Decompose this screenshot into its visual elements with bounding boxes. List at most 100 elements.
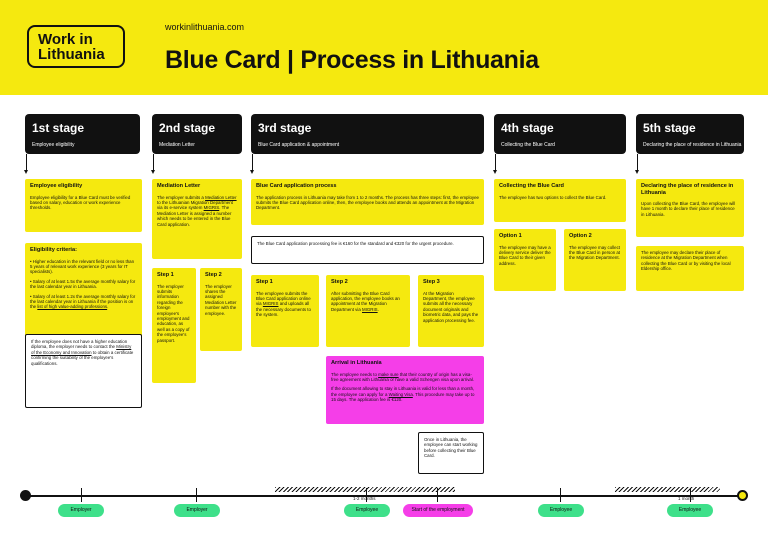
logo[interactable]: Work in Lithuania — [27, 25, 125, 68]
arrival-card: Arrival in Lithuania The employee needs … — [326, 356, 484, 424]
text-fragment: The employer submits a — [157, 194, 206, 200]
duration-label: 1 month — [678, 496, 695, 501]
make-sure-link[interactable]: make sure — [378, 371, 399, 377]
step-text: The employer submits information regardi… — [157, 283, 190, 343]
waiting-visa-link[interactable]: Waiting Visa — [388, 391, 413, 397]
mediation-letter-link[interactable]: Mediation Letter — [205, 194, 237, 200]
connector-arrow — [24, 154, 28, 174]
timeline-tick — [690, 488, 691, 502]
timeline-pill-start-employment: Start of the employment — [403, 504, 473, 517]
collecting-card: Collecting the Blue Card The employee ha… — [494, 179, 626, 222]
text-fragment: After submitting the Blue Card applicati… — [331, 290, 400, 312]
card-text: The employer submits a Mediation Letter … — [157, 195, 237, 227]
stage2-step2-card: Step 2 The employer shares the assigned … — [200, 268, 242, 351]
stage-title: 2nd stage — [159, 121, 216, 135]
card-text: The application process in Lithuania may… — [256, 194, 479, 211]
card-text: If the employee does not have a higher e… — [31, 339, 136, 366]
stage-title: 1st stage — [32, 121, 85, 135]
timeline-tick — [81, 488, 82, 502]
card-text: Upon collecting the Blue Card, the emplo… — [641, 201, 736, 217]
stage3-step3-card: Step 3 At the Migration Department, the … — [418, 275, 484, 347]
stage-subtitle: Collecting the Blue Card — [501, 142, 555, 148]
text-fragment: to the Lithuanian Migration Department v… — [157, 199, 233, 211]
card-text: If the document allowing to stay in Lith… — [331, 386, 479, 402]
criteria-item: • Salary of at least 1.2x the average mo… — [30, 294, 137, 310]
stage-title: 3rd stage — [258, 121, 312, 135]
timeline — [25, 495, 743, 497]
text-fragment: If the employee does not have a higher e… — [31, 339, 128, 350]
text-fragment: • Salary of at least 1.2x the average mo… — [30, 293, 136, 310]
text-fragment: The employee needs to — [331, 371, 379, 377]
stage-subtitle: Employee eligibility — [32, 142, 75, 148]
text-fragment: If the document allowing to stay in Lith… — [331, 386, 475, 397]
connector-arrow — [151, 154, 155, 174]
stage2-step1-card: Step 1 The employer submits information … — [152, 268, 196, 383]
card-title: Collecting the Blue Card — [499, 183, 564, 189]
text-fragment: The employee submits the Blue Card appli… — [256, 290, 311, 307]
header: Work in Lithuania workinlithuania.com Bl… — [0, 0, 768, 95]
step-text: At the Migration Department, the employe… — [423, 290, 479, 323]
declaring-options-card: The employee may declare their place of … — [636, 246, 744, 291]
once-in-lithuania-note: Once in Lithuania, the employee can star… — [418, 432, 484, 474]
card-title: Eligibility criteria: — [30, 247, 77, 253]
text-fragment: to obtain a certificate confirming the s… — [31, 349, 134, 366]
timeline-tick — [437, 488, 438, 502]
declaring-card: Declaring the place of residence in Lith… — [636, 179, 744, 237]
site-url[interactable]: workinlithuania.com — [165, 22, 245, 32]
duration-label: 1-2 months — [353, 496, 376, 501]
card-text: The Blue Card application processing fee… — [257, 241, 454, 246]
step-title: Step 1 — [256, 279, 273, 285]
card-title: Employee eligibility — [30, 183, 83, 189]
card-text: Employee eligibility for a Blue Card mus… — [30, 194, 131, 211]
step-text: The employer shares the assigned Mediati… — [205, 283, 237, 316]
step-title: Step 2 — [205, 272, 222, 278]
card-title: Blue Card application process — [256, 183, 337, 189]
duration-hatch — [615, 487, 720, 492]
text-fragment: that their country of origin has a visa-… — [331, 371, 475, 382]
criteria-item: • Higher education in the relevant field… — [30, 258, 135, 275]
migris-link[interactable]: MIGRIS — [203, 205, 220, 211]
timeline-start-dot — [20, 490, 31, 501]
high-value-professions-link[interactable]: list of high value-adding professions — [37, 304, 108, 310]
timeline-tick — [196, 488, 197, 502]
text-fragment: . The Mediation Letter is assigned a num… — [157, 205, 232, 227]
employee-eligibility-card: Employee eligibility Employee eligibilit… — [25, 179, 142, 232]
diploma-note-card: If the employee does not have a higher e… — [25, 334, 142, 408]
stage-4-bar: 4th stage Collecting the Blue Card — [494, 114, 626, 154]
step-text: The employee submits the Blue Card appli… — [256, 291, 314, 318]
card-title: Arrival in Lithuania — [331, 360, 382, 366]
text-fragment: . — [107, 304, 109, 310]
connector-arrow — [493, 154, 497, 174]
eligibility-criteria-card: Eligibility criteria: • Higher education… — [25, 243, 142, 346]
stage-subtitle: Mediation Letter — [159, 142, 195, 148]
card-text: The employee needs to make sure that the… — [331, 372, 479, 383]
ministry-link[interactable]: Ministry of the Economy and Innovation — [31, 344, 132, 355]
migris-link[interactable]: MIGRIS — [362, 306, 378, 312]
connector-arrow — [250, 154, 254, 174]
stage-3-bar: 3rd stage Blue Card application & appoin… — [251, 114, 484, 154]
card-title: Declaring the place of residence in Lith… — [641, 183, 734, 196]
timeline-tick — [560, 488, 561, 502]
mediation-letter-card: Mediation Letter The employer submits a … — [152, 179, 242, 259]
card-text: The employee may declare their place of … — [641, 250, 731, 272]
timeline-pill-employer: Employer — [58, 504, 104, 517]
stage-subtitle: Blue Card application & appointment — [258, 142, 340, 148]
option-title: Option 2 — [569, 233, 592, 239]
connector-arrow — [635, 154, 639, 174]
stage-subtitle: Declaring the place of residence in Lith… — [643, 142, 742, 148]
step-title: Step 1 — [157, 272, 174, 278]
timeline-tick — [366, 488, 367, 502]
stage3-step1-card: Step 1 The employee submits the Blue Car… — [251, 275, 319, 347]
fee-note-card: The Blue Card application processing fee… — [251, 236, 484, 264]
stage3-step2-card: Step 2 After submitting the Blue Card ap… — [326, 275, 410, 347]
card-text: Once in Lithuania, the employee can star… — [424, 437, 478, 459]
timeline-pill-employee: Employee — [538, 504, 584, 517]
timeline-pill-employee: Employee — [667, 504, 713, 517]
card-title: Mediation Letter — [157, 183, 201, 189]
option-text: The employee may have a delivery service… — [499, 244, 551, 266]
migris-link[interactable]: MIGRIS — [262, 301, 279, 307]
page-title: Blue Card | Process in Lithuania — [165, 46, 539, 74]
duration-hatch — [275, 487, 455, 492]
text-fragment: . This procedure may take up to 15 days.… — [331, 391, 475, 403]
stage-title: 5th stage — [643, 121, 696, 135]
